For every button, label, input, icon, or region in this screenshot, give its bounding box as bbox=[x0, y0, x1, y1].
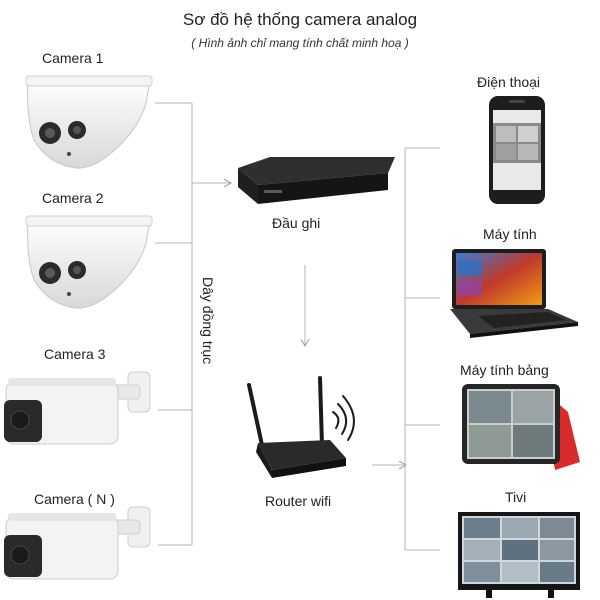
camera-2-label: Camera 2 bbox=[42, 190, 104, 206]
wifi-signal-icon bbox=[332, 395, 355, 441]
tv-icon bbox=[458, 512, 580, 598]
router-icon bbox=[247, 376, 346, 478]
camera-3-label: Camera 3 bbox=[44, 346, 106, 362]
cable-label: Dây đồng trục bbox=[200, 277, 216, 365]
tablet-icon bbox=[462, 384, 580, 470]
diagram-title: Sơ đồ hệ thống camera analog bbox=[182, 10, 418, 29]
laptop-icon bbox=[450, 249, 578, 338]
dome-camera-icon bbox=[25, 215, 153, 309]
phone-icon bbox=[489, 96, 545, 204]
router-label: Router wifi bbox=[265, 493, 332, 509]
bullet-camera-icon bbox=[4, 506, 151, 580]
laptop-label: Máy tính bbox=[483, 226, 537, 242]
camera-1-label: Camera 1 bbox=[42, 50, 104, 66]
tv-label: Tivi bbox=[505, 489, 527, 505]
bullet-camera-icon bbox=[4, 371, 151, 445]
device-connector-lines bbox=[372, 147, 440, 551]
camera-connector-lines bbox=[155, 102, 230, 546]
phone-label: Điện thoại bbox=[477, 74, 541, 90]
camera-n-label: Camera ( N ) bbox=[34, 491, 115, 507]
recorder-icon bbox=[238, 157, 395, 204]
dome-camera-icon bbox=[25, 75, 153, 169]
tablet-label: Máy tính bảng bbox=[460, 362, 549, 378]
recorder-label: Đầu ghi bbox=[272, 215, 321, 231]
diagram-subtitle: ( Hình ảnh chỉ mang tính chất minh hoạ ) bbox=[191, 36, 409, 50]
